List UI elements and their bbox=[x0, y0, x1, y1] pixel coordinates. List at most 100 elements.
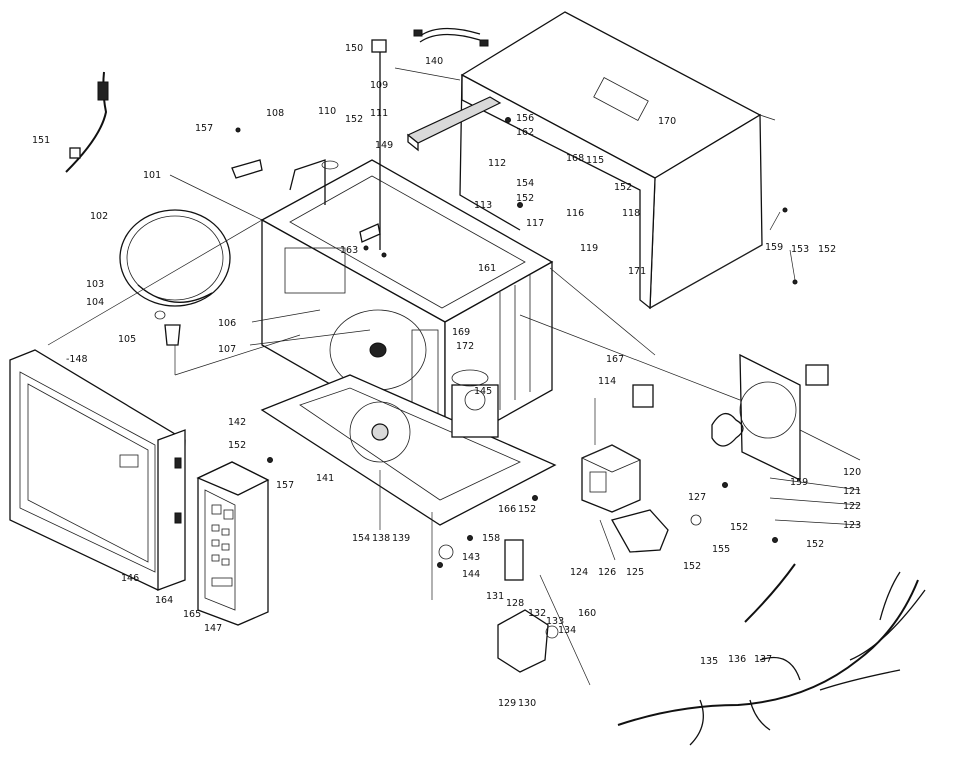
callout-159: 159 bbox=[790, 477, 808, 488]
callout-104: 104 bbox=[86, 297, 104, 308]
top-hardware bbox=[231, 27, 489, 258]
callout-128: 128 bbox=[506, 598, 524, 609]
callout-125: 125 bbox=[626, 567, 644, 578]
callout-123: 123 bbox=[843, 520, 861, 531]
callout-124: 124 bbox=[570, 567, 588, 578]
callout-154: 154 bbox=[516, 178, 534, 189]
outer-cabinet bbox=[459, 11, 798, 310]
callout-131: 131 bbox=[486, 591, 504, 602]
callout-165: 165 bbox=[183, 609, 201, 620]
screws bbox=[267, 117, 778, 568]
callout-153: 153 bbox=[791, 244, 809, 255]
callout-152: 152 bbox=[614, 182, 632, 193]
callout-137: 137 bbox=[754, 654, 772, 665]
leader-lines bbox=[47, 67, 861, 686]
callout-151: 151 bbox=[32, 135, 50, 146]
callout-103: 103 bbox=[86, 279, 104, 290]
turntable-assembly bbox=[119, 209, 231, 346]
callout-170: 170 bbox=[658, 116, 676, 127]
control-panel bbox=[196, 461, 270, 626]
callout-152: 152 bbox=[228, 440, 246, 451]
wire-harness bbox=[617, 563, 926, 746]
callout-142: 142 bbox=[228, 417, 246, 428]
callout-149: 149 bbox=[375, 140, 393, 151]
fan-assembly bbox=[711, 353, 829, 482]
callout-155: 155 bbox=[712, 544, 730, 555]
callout-107: 107 bbox=[218, 344, 236, 355]
callout-144: 144 bbox=[462, 569, 480, 580]
callout-120: 120 bbox=[843, 467, 861, 478]
callout-154: 154 bbox=[352, 533, 370, 544]
callout-113: 113 bbox=[474, 200, 492, 211]
callout-127: 127 bbox=[688, 492, 706, 503]
callout-102: 102 bbox=[90, 211, 108, 222]
callout-152: 152 bbox=[806, 539, 824, 550]
callout-156: 156 bbox=[516, 113, 534, 124]
callout-130: 130 bbox=[518, 698, 536, 709]
callout-138: 138 bbox=[372, 533, 390, 544]
callout-135: 135 bbox=[700, 656, 718, 667]
callout-114: 114 bbox=[598, 376, 616, 387]
callout-108: 108 bbox=[266, 108, 284, 119]
door-assembly bbox=[9, 349, 186, 591]
callout-117: 117 bbox=[526, 218, 544, 229]
callout-162: 162 bbox=[516, 127, 534, 138]
callout-132: 132 bbox=[528, 608, 546, 619]
callout-157: 157 bbox=[276, 480, 294, 491]
callout-133: 133 bbox=[546, 616, 564, 627]
callout-119: 119 bbox=[580, 243, 598, 254]
callout-167: 167 bbox=[606, 354, 624, 365]
callout-116: 116 bbox=[566, 208, 584, 219]
callout-111: 111 bbox=[370, 108, 388, 119]
callout-136: 136 bbox=[728, 654, 746, 665]
callout-115: 115 bbox=[586, 155, 604, 166]
callout-152: 152 bbox=[818, 244, 836, 255]
callout-122: 122 bbox=[843, 501, 861, 512]
callout-157: 157 bbox=[195, 123, 213, 134]
interlock-switches bbox=[438, 539, 559, 673]
callout-152: 152 bbox=[345, 114, 363, 125]
sensor-probe bbox=[65, 71, 109, 173]
callout-164: 164 bbox=[155, 595, 173, 606]
callout-145: 145 bbox=[474, 386, 492, 397]
callout-134: 134 bbox=[558, 625, 576, 636]
callout-171: 171 bbox=[628, 266, 646, 277]
waveguide-bar bbox=[406, 96, 502, 152]
callout-168: 168 bbox=[566, 153, 584, 164]
callout-140: 140 bbox=[425, 56, 443, 67]
callout-126: 126 bbox=[598, 567, 616, 578]
callout-139: 139 bbox=[392, 533, 410, 544]
callout-159: 159 bbox=[765, 242, 783, 253]
callout-148: -148 bbox=[66, 354, 88, 365]
transformer bbox=[581, 444, 641, 513]
callout-152: 152 bbox=[518, 504, 536, 515]
callout-118: 118 bbox=[622, 208, 640, 219]
callout-112: 112 bbox=[488, 158, 506, 169]
callout-160: 160 bbox=[578, 608, 596, 619]
callout-166: 166 bbox=[498, 504, 516, 515]
callout-141: 141 bbox=[316, 473, 334, 484]
callout-110: 110 bbox=[318, 106, 336, 117]
callout-101: 101 bbox=[143, 170, 161, 181]
callout-labels: 150 140 109 157 108 110 152 111 149 156 … bbox=[32, 43, 861, 709]
callout-161: 161 bbox=[478, 263, 496, 274]
callout-150: 150 bbox=[345, 43, 363, 54]
callout-163: 163 bbox=[340, 245, 358, 256]
capacitor-bracket bbox=[611, 384, 702, 553]
callout-109: 109 bbox=[370, 80, 388, 91]
callout-106: 106 bbox=[218, 318, 236, 329]
callout-147: 147 bbox=[204, 623, 222, 634]
callout-146: 146 bbox=[121, 573, 139, 584]
callout-129: 129 bbox=[498, 698, 516, 709]
callout-158: 158 bbox=[482, 533, 500, 544]
callout-172: 172 bbox=[456, 341, 474, 352]
callout-169: 169 bbox=[452, 327, 470, 338]
inner-cavity bbox=[260, 159, 557, 526]
callout-152: 152 bbox=[730, 522, 748, 533]
callout-121: 121 bbox=[843, 486, 861, 497]
callout-152: 152 bbox=[683, 561, 701, 572]
callout-105: 105 bbox=[118, 334, 136, 345]
callout-152: 152 bbox=[516, 193, 534, 204]
